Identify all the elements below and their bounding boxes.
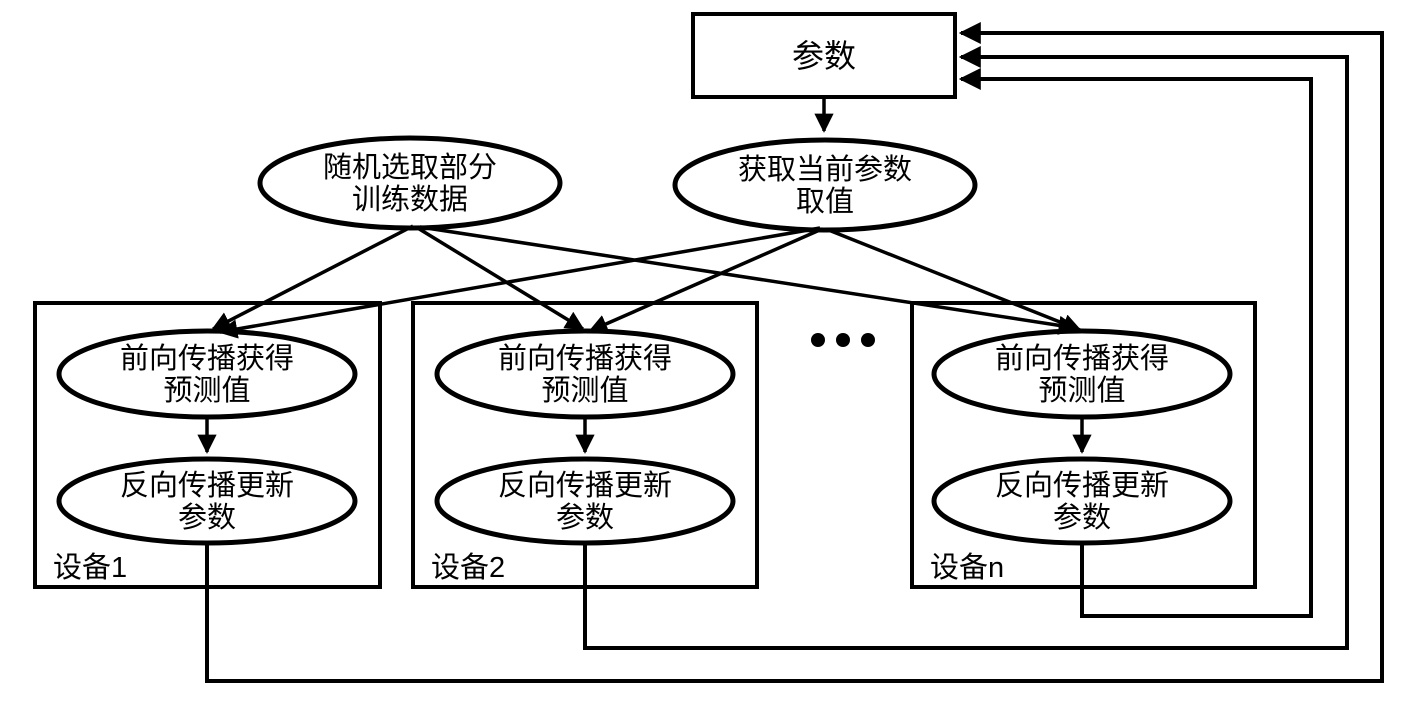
device-2-forward-ellipse	[434, 328, 736, 420]
select-data-label-line1: 随机选取部分	[323, 151, 497, 184]
device-2-backward-ellipse	[434, 456, 736, 546]
device-n-forward-label-line1: 前向传播获得	[995, 342, 1169, 375]
device-2-backward-label-line1: 反向传播更新	[498, 469, 672, 502]
get-params-label-line1: 获取当前参数	[738, 153, 912, 186]
device-n-backward-ellipse	[931, 456, 1233, 546]
device-1-label: 设备1	[53, 551, 127, 584]
feedback-arrow-device2-to-params	[583, 46, 1349, 650]
device-2-backward-label-line2: 参数	[556, 501, 614, 534]
device-n-forward-ellipse	[931, 328, 1233, 420]
feedback-arrow-device1-to-params	[205, 22, 1384, 683]
ellipsis-dots-icon	[811, 333, 875, 347]
device-n-backward-label-line1: 反向传播更新	[995, 469, 1169, 502]
device-1-backward-label-line1: 反向传播更新	[120, 469, 294, 502]
feedback-arrow-devicen-to-params	[958, 68, 1313, 618]
device-1-forward-label-line2: 预测值	[163, 374, 250, 407]
arrow-getparams-to-device1	[218, 226, 821, 339]
device-n-backward-label-line2: 参数	[1053, 501, 1111, 534]
arrow-selectdata-to-device2	[415, 225, 585, 331]
select-data-label-line2: 训练数据	[352, 183, 468, 216]
arrow-getparams-to-devicen	[825, 227, 1082, 333]
device-2-label: 设备2	[431, 551, 505, 584]
device-n-label: 设备n	[930, 551, 1004, 584]
arrow-selectdata-to-device1	[211, 224, 414, 331]
device-2-forward-label-line1: 前向传播获得	[498, 342, 672, 375]
device-1-backward-ellipse	[56, 456, 358, 546]
param-box	[691, 12, 957, 99]
param-box-label: 参数	[792, 38, 856, 74]
get-params-label-line2: 取值	[796, 185, 854, 218]
arrow-getparams-to-device2	[588, 227, 823, 333]
device-2-forward-label-line2: 预测值	[541, 374, 628, 407]
device-n-forward-label-line2: 预测值	[1038, 374, 1125, 407]
get-params-ellipse	[672, 137, 978, 233]
arrow-selectdata-to-devicen	[419, 225, 1078, 335]
device-1-forward-label-line1: 前向传播获得	[120, 342, 294, 375]
device-1-backward-label-line2: 参数	[178, 501, 236, 534]
device-1-forward-ellipse	[56, 328, 358, 420]
